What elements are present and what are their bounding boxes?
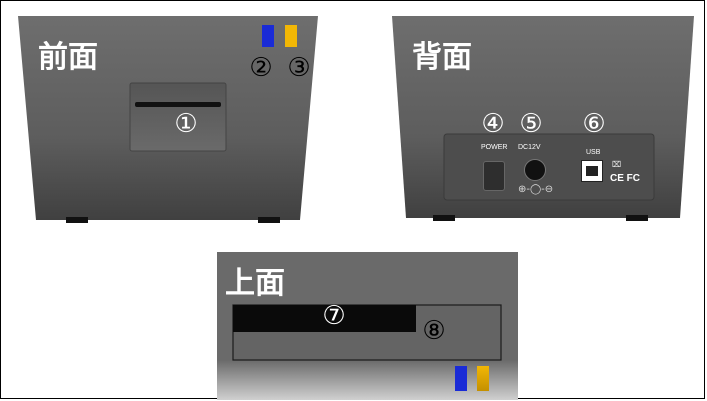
top-led-blue [455, 366, 467, 391]
marker-1: ① [174, 109, 198, 139]
back-foot-left [433, 215, 455, 221]
marker-3: ③ [287, 53, 311, 83]
usb-port-icon [581, 160, 603, 182]
front-title: 前面 [38, 40, 98, 75]
back-foot-right [626, 215, 648, 221]
marker-7: ⑦ [322, 301, 346, 331]
front-foot-left [66, 217, 88, 223]
usb-label: USB [586, 149, 601, 156]
weee-icon: ⌧ [612, 160, 622, 169]
marker-5: ⑤ [519, 109, 543, 139]
dc-polarity-icon: ⊕-◯-⊖ [518, 184, 554, 195]
dc-jack-icon [524, 159, 546, 181]
front-led-blue [262, 25, 274, 47]
top-panel [217, 252, 518, 400]
front-foot-right [258, 217, 280, 223]
marker-6: ⑥ [582, 109, 606, 139]
cert-label: CE FC [610, 173, 640, 184]
power-label: POWER [481, 144, 508, 151]
back-panel [392, 16, 694, 218]
top-led-yellow [477, 366, 489, 391]
marker-2: ② [249, 53, 273, 83]
marker-8: ⑧ [422, 316, 446, 346]
dc-label: DC12V [518, 144, 541, 151]
front-led-yellow [285, 25, 297, 47]
front-panel [18, 16, 318, 220]
marker-4: ④ [481, 109, 505, 139]
power-switch [483, 161, 505, 191]
top-title: 上面 [225, 266, 285, 301]
back-title: 背面 [412, 40, 472, 75]
